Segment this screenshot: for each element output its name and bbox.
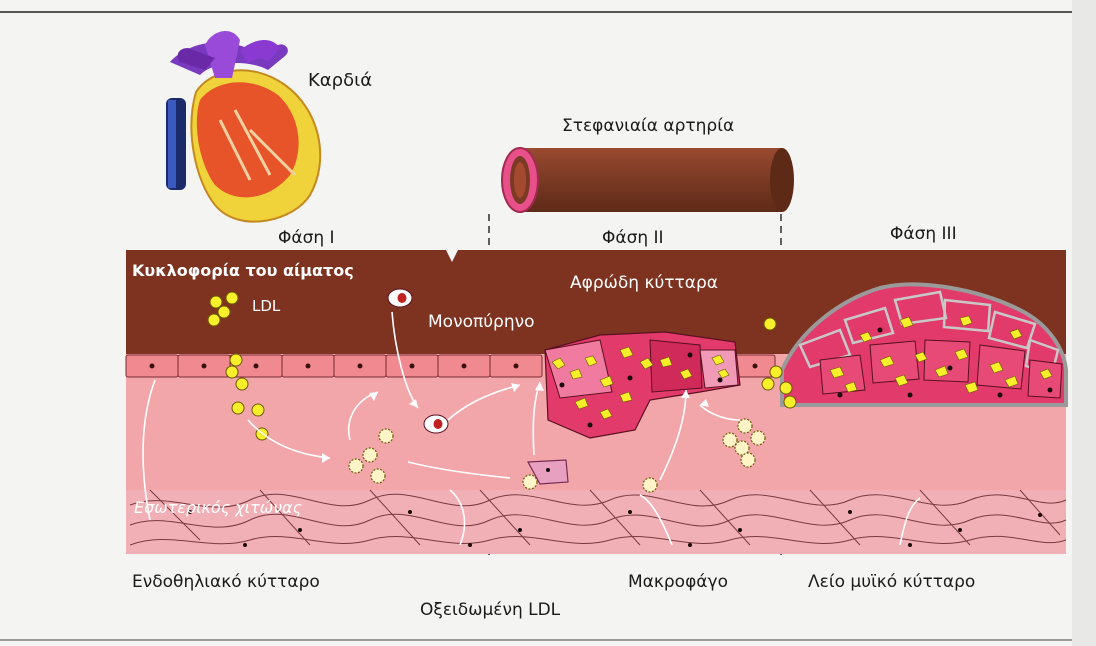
coronary-artery-tube xyxy=(502,148,794,212)
blood-flow-label: Κυκλοφορία του αίματος xyxy=(132,261,354,280)
heart-label: Καρδιά xyxy=(308,70,372,91)
intima-label: Εσωτερικός χιτώνας xyxy=(134,498,302,517)
page-edge xyxy=(1072,0,1096,646)
macrophage-label: Μακροφάγο xyxy=(628,572,728,592)
phase1-label: Φάση Ι xyxy=(278,228,335,248)
phase2-label: Φάση ΙΙ xyxy=(602,228,664,248)
coronary-artery-label: Στεφανιαία αρτηρία xyxy=(562,116,734,136)
phase3-label: Φάση ΙΙΙ xyxy=(890,224,957,244)
oxidized-ldl-label: Οξειδωμένη LDL xyxy=(420,600,560,620)
foam-cells-label: Αφρώδη κύτταρα xyxy=(570,273,718,293)
ldl-label: LDL xyxy=(252,297,280,315)
monocyte-label: Μονοπύρηνο xyxy=(428,312,535,332)
heart-illustration xyxy=(166,31,320,222)
endothelial-cell-label: Ενδοθηλιακό κύτταρο xyxy=(132,572,320,592)
smooth-muscle-cell-label: Λείο μυϊκό κύτταρο xyxy=(808,572,975,592)
